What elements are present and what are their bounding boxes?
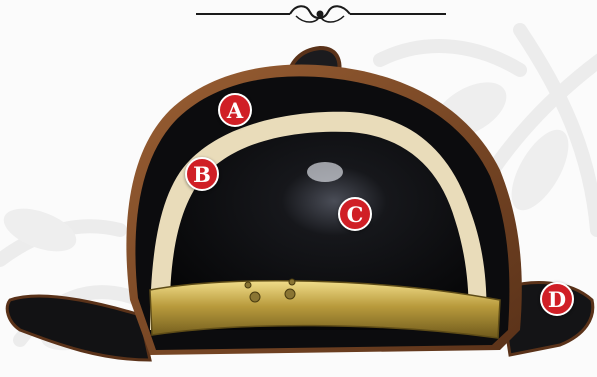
marker-d: D: [540, 282, 574, 316]
marker-a: A: [218, 93, 252, 127]
marker-b: B: [185, 157, 219, 191]
marker-c: C: [338, 197, 372, 231]
left-visor: [7, 296, 150, 360]
flourish-divider-icon: [196, 6, 446, 22]
